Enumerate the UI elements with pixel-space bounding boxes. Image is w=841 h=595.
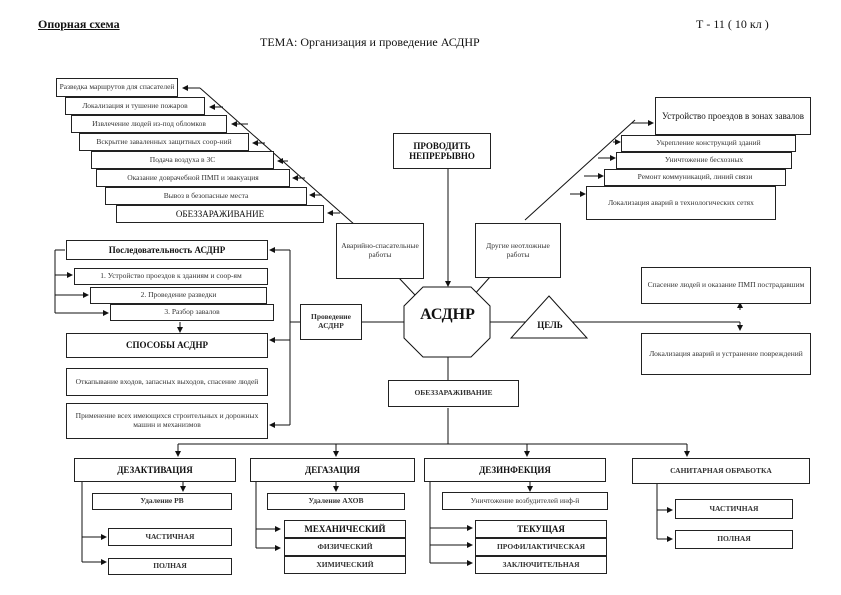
task-box: Вскрытие заваленных защитных соор-ний [79, 133, 249, 151]
asdnr-core-label: АСДНР [420, 306, 475, 323]
task-box: Укрепление конструкций зданий [621, 135, 796, 152]
branch-title-deactivation: ДЕЗАКТИВАЦИЯ [74, 458, 236, 482]
branch-sub: Уничтожение возбудителей инф-й [442, 492, 608, 510]
sequence-step: 1. Устройство проездов к зданиям и соор-… [74, 268, 268, 285]
task-box: Вывоз в безопасные места [105, 187, 307, 205]
branch-sub: Удаление РВ [92, 493, 232, 510]
continuous-box: ПРОВОДИТЬ НЕПРЕРЫВНО [393, 133, 491, 169]
task-box: Уничтожение бесхозных [616, 152, 792, 169]
sequence-title-box: Последовательность АСДНР [66, 240, 268, 260]
task-box-decontamination: ОБЕЗЗАРАЖИВАНИЕ [116, 205, 324, 223]
branch-type: ХИМИЧЕСКИЙ [284, 556, 406, 574]
decontamination-box: ОБЕЗЗАРАЖИВАНИЕ [388, 380, 519, 407]
branch-type: ТЕКУЩАЯ [475, 520, 607, 538]
branch-type: ЧАСТИЧНАЯ [675, 499, 793, 519]
branch-type: МЕХАНИЧЕСКИЙ [284, 520, 406, 538]
branch-type: ПОЛНАЯ [108, 558, 232, 575]
methods-title-box: СПОСОБЫ АСДНР [66, 333, 268, 358]
task-box: Устройство проездов в зонах завалов [655, 97, 811, 135]
asdnr-octagon [403, 286, 491, 358]
page-title: ТЕМА: Организация и проведение АСДНР [260, 35, 480, 49]
goal-triangle [510, 295, 588, 339]
branch-title-degassing: ДЕГАЗАЦИЯ [250, 458, 415, 482]
task-box: Разведка маршрутов для спасателей [56, 78, 178, 97]
task-box: Извлечение людей из-под обломков [71, 115, 227, 133]
branch-type: ПРОФИЛАКТИЧЕСКАЯ [475, 538, 607, 556]
sequence-step: 2. Проведение разведки [90, 287, 267, 304]
branch-type: ЧАСТИЧНАЯ [108, 528, 232, 546]
task-box: Оказание доврачебной ПМП и эвакуация [96, 169, 290, 187]
branch-title-sanitary: САНИТАРНАЯ ОБРАБОТКА [632, 458, 810, 484]
sequence-step: 3. Разбор завалов [110, 304, 274, 321]
method-box: Откапывание входов, запасных выходов, сп… [66, 368, 268, 396]
task-box: Локализация аварий в технологических сет… [586, 186, 776, 220]
rescue-works-box: Аварийно-спасательные работы [336, 223, 424, 279]
goal-box: Спасение людей и оказание ПМП пострадавш… [641, 267, 811, 304]
lesson-code: Т - 11 ( 10 кл ) [696, 17, 769, 31]
branch-type: ФИЗИЧЕСКИЙ [284, 538, 406, 556]
conduct-asdnr-box: Проведение АСДНР [300, 304, 362, 340]
task-box: Локализация и тушение пожаров [65, 97, 205, 115]
task-box: Ремонт коммуникаций, линий связи [604, 169, 786, 186]
task-box: Подача воздуха в ЗС [91, 151, 274, 169]
branch-type: ЗАКЛЮЧИТЕЛЬНАЯ [475, 556, 607, 574]
other-works-box: Другие неотложные работы [475, 223, 561, 278]
goal-label: ЦЕЛЬ [537, 320, 563, 330]
branch-title-disinfection: ДЕЗИНФЕКЦИЯ [424, 458, 606, 482]
method-box: Применение всех имеющихся строительных и… [66, 403, 268, 439]
branch-sub: Удаление АХОВ [267, 493, 405, 510]
goal-box: Локализация аварий и устранение поврежде… [641, 333, 811, 375]
reference-scheme-label: Опорная схема [38, 17, 120, 31]
branch-type: ПОЛНАЯ [675, 530, 793, 549]
